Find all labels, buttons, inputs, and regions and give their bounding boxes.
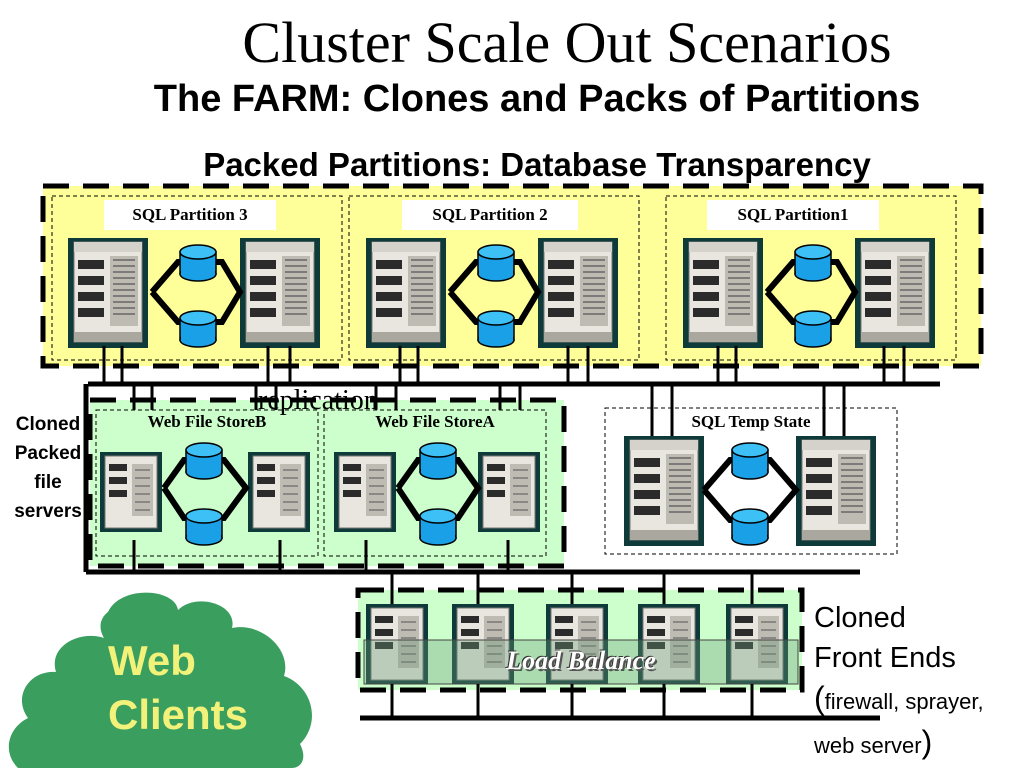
file-store-a-box [323, 409, 547, 557]
storea-disk-top [419, 442, 457, 480]
storea-server-left [333, 451, 397, 533]
temp-link [701, 457, 800, 523]
file-store-b-label: Web File StoreB [147, 412, 267, 431]
storea-link [395, 457, 482, 521]
file-store-a-label: Web File StoreA [375, 412, 495, 431]
replication-label: replication [258, 385, 378, 416]
storea-disk-bottom [419, 508, 457, 546]
temp-disk-top [731, 442, 769, 480]
partition-box-3 [51, 195, 343, 361]
web-clients-cloud [8, 592, 312, 768]
front-end-drops [390, 572, 754, 718]
slide-title: Cluster Scale Out Scenarios [242, 10, 892, 75]
partition2-disk-bottom [477, 310, 515, 348]
partition3-server-right [239, 237, 321, 349]
partition-drops [102, 346, 906, 384]
storeb-server-left [99, 451, 163, 533]
partition3-server-left [67, 237, 149, 349]
partition2-server-left [365, 237, 447, 349]
partition3-disk-bottom [179, 310, 217, 348]
load-balance-label: Load Balance [506, 646, 656, 675]
partition-label-2: SQL Partition 2 [402, 200, 578, 230]
temp-disk-bottom [731, 508, 769, 546]
partition1-server-left [682, 237, 764, 349]
partition-box-2 [348, 195, 640, 361]
slide-subtitle: The FARM: Clones and Packs of Partitions [153, 78, 921, 120]
cloned-packed-label: Cloned Packed file servers [14, 414, 82, 522]
partition2-server-right [537, 237, 619, 349]
partition-label-3: SQL Partition 3 [104, 200, 276, 230]
temp-server-left [623, 435, 705, 547]
temp-state-drops [650, 384, 846, 436]
partition1-server-right [854, 237, 936, 349]
partition3-disk-top [179, 244, 217, 282]
storeb-disk-top [185, 442, 223, 480]
load-balance-band [363, 639, 799, 685]
partition1-disk-bottom [794, 310, 832, 348]
section-heading: Packed Partitions: Database Transparency [203, 146, 871, 183]
storea-server-right [477, 451, 541, 533]
partition2-disk-top [477, 244, 515, 282]
storeb-server-right [247, 451, 311, 533]
storeb-disk-bottom [185, 508, 223, 546]
storeb-link [161, 457, 250, 521]
partition1-disk-top [794, 244, 832, 282]
web-clients-label: Web Clients [108, 637, 249, 738]
temp-state-label: SQL Temp State [691, 412, 811, 431]
file-store-b-box [95, 409, 319, 557]
temp-server-right [795, 435, 877, 547]
partition2-link [447, 259, 542, 325]
partition-label-1: SQL Partition1 [707, 200, 879, 230]
file-store-drops [132, 384, 522, 572]
partition3-link [149, 259, 244, 325]
front-ends-label: Cloned Front Ends (firewall, sprayer, we… [814, 602, 984, 760]
partition1-link [764, 259, 859, 325]
partition-box-1 [665, 195, 957, 361]
